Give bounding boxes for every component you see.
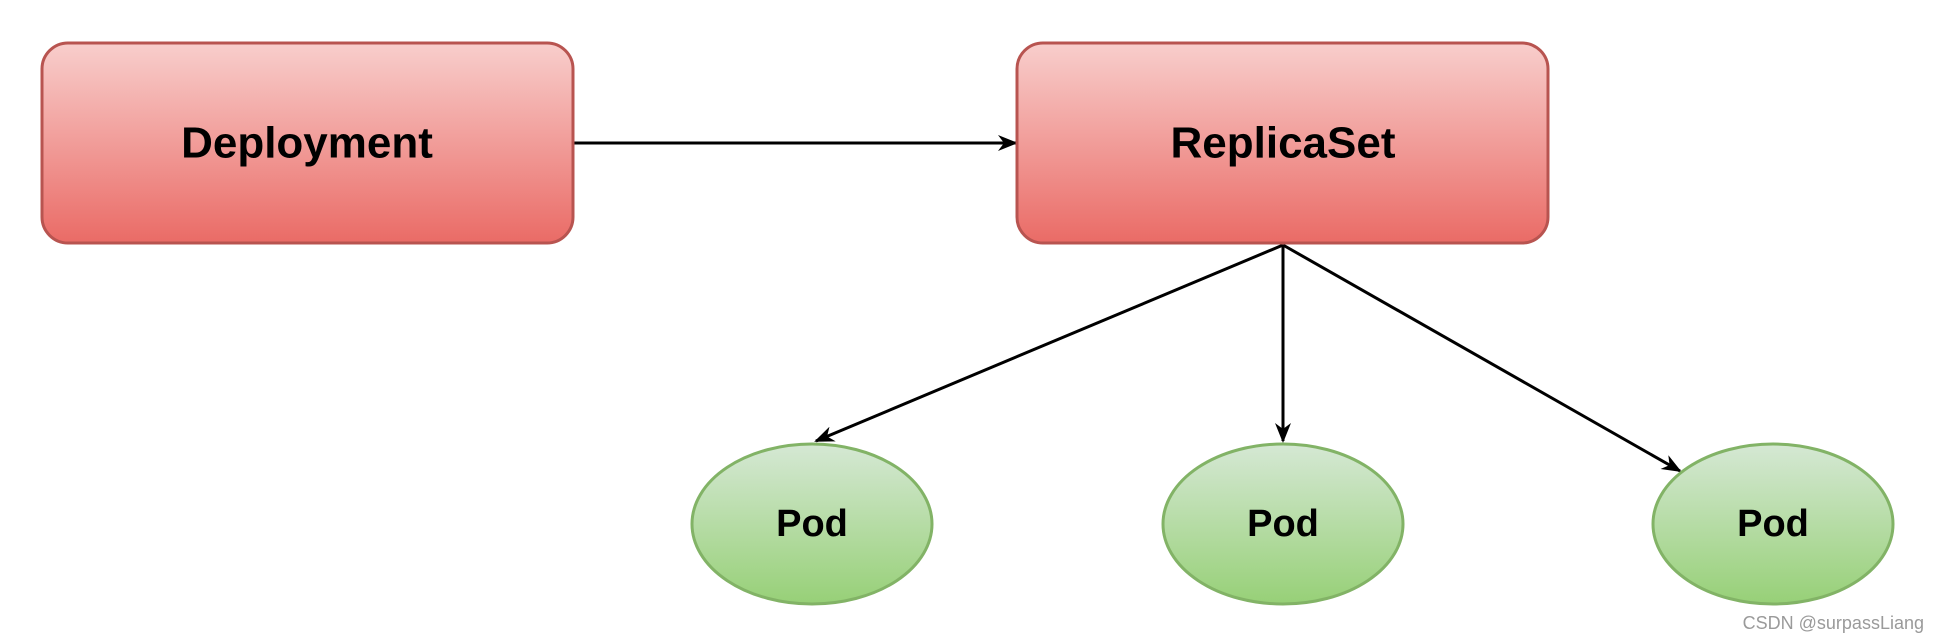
pod-label: Pod [776, 503, 848, 545]
pod-node-2: Pod [1161, 442, 1405, 606]
replicaset-box [1015, 41, 1550, 245]
edge-replicaset-to-pod-1 [814, 243, 1284, 443]
deployment-node: Deployment [40, 41, 575, 245]
pod-label: Pod [1247, 503, 1319, 545]
deployment-label: Deployment [181, 119, 433, 168]
pod-node-3: Pod [1651, 442, 1895, 606]
replicaset-node: ReplicaSet [1015, 41, 1550, 245]
pod-ellipse [1651, 442, 1895, 606]
edge-replicaset-to-pod-3 [1282, 243, 1682, 473]
pod-node-1: Pod [690, 442, 934, 606]
deployment-box [40, 41, 575, 245]
pod-ellipse [1161, 442, 1405, 606]
watermark-text: CSDN @surpassLiang [1742, 613, 1924, 633]
pod-label: Pod [1737, 503, 1809, 545]
replicaset-label: ReplicaSet [1171, 119, 1396, 168]
pod-ellipse [690, 442, 934, 606]
